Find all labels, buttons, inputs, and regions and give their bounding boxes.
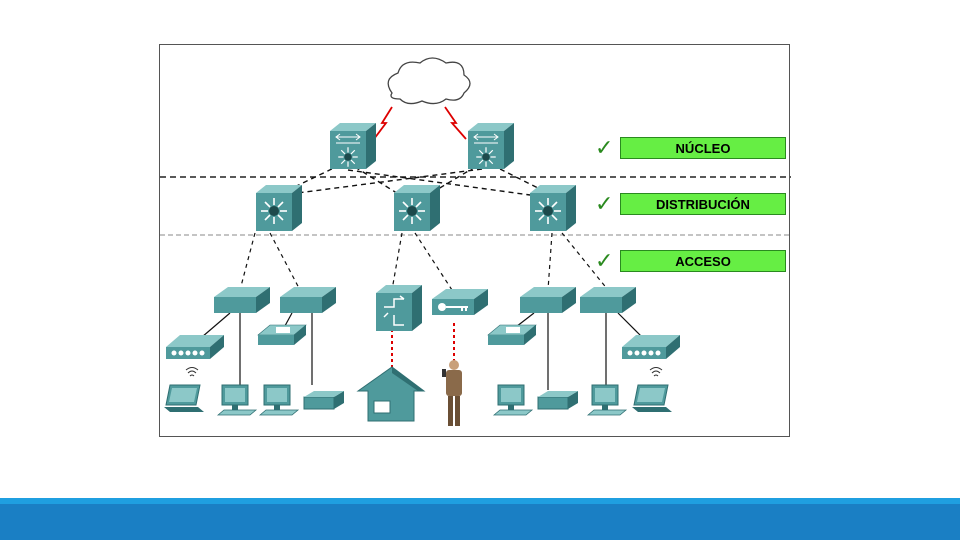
- check-icon: ✓: [595, 248, 614, 273]
- ip-phone-icon: [257, 324, 307, 346]
- layer-label-acceso: ACCESO: [620, 250, 786, 272]
- network-hierarchy-diagram: ✓ NÚCLEO ✓ DISTRIBUCIÓN ✓ ACCESO: [159, 44, 791, 437]
- layer-label-nucleo: NÚCLEO: [620, 137, 786, 159]
- access-switch-icon: [280, 287, 336, 313]
- check-icon: ✓: [595, 135, 614, 160]
- distribution-switch-icon: [530, 185, 576, 231]
- core-switch-icon: [468, 123, 514, 169]
- cloud-icon: [387, 57, 471, 105]
- firewall-icon: [376, 285, 422, 331]
- wan-links: [373, 106, 467, 140]
- distribution-switch-icon: [394, 185, 440, 231]
- access-device-links: [201, 312, 643, 390]
- footer-bar: [0, 498, 960, 540]
- core-switch-icon: [330, 123, 376, 169]
- wireless-access-point-icon: [622, 335, 680, 359]
- printer-icon: [537, 390, 579, 410]
- wireless-access-point-icon: [166, 335, 224, 359]
- vpn-key-icon: [432, 289, 488, 315]
- diagram-canvas: [160, 57, 791, 426]
- pc-icon: [493, 384, 533, 416]
- mobile-user-icon: [442, 360, 462, 426]
- pc-icon: [217, 384, 257, 416]
- printer-icon: [303, 390, 345, 410]
- wireless-signal-icon: [649, 367, 663, 377]
- distribution-switch-icon: [256, 185, 302, 231]
- footer-accent-strip: [0, 498, 960, 504]
- laptop-icon: [163, 384, 205, 413]
- wireless-signal-icon: [185, 367, 199, 377]
- access-switch-icon: [580, 287, 636, 313]
- layer-label-distribucion: DISTRIBUCIÓN: [620, 193, 786, 215]
- home-icon: [356, 366, 426, 422]
- pc-icon: [587, 384, 627, 416]
- check-icon: ✓: [595, 191, 614, 216]
- pc-icon: [259, 384, 299, 416]
- access-switch-icon: [520, 287, 576, 313]
- distribution-access-links: [239, 232, 609, 291]
- access-switch-icon: [214, 287, 270, 313]
- ip-phone-icon: [487, 324, 537, 346]
- laptop-icon: [631, 384, 673, 413]
